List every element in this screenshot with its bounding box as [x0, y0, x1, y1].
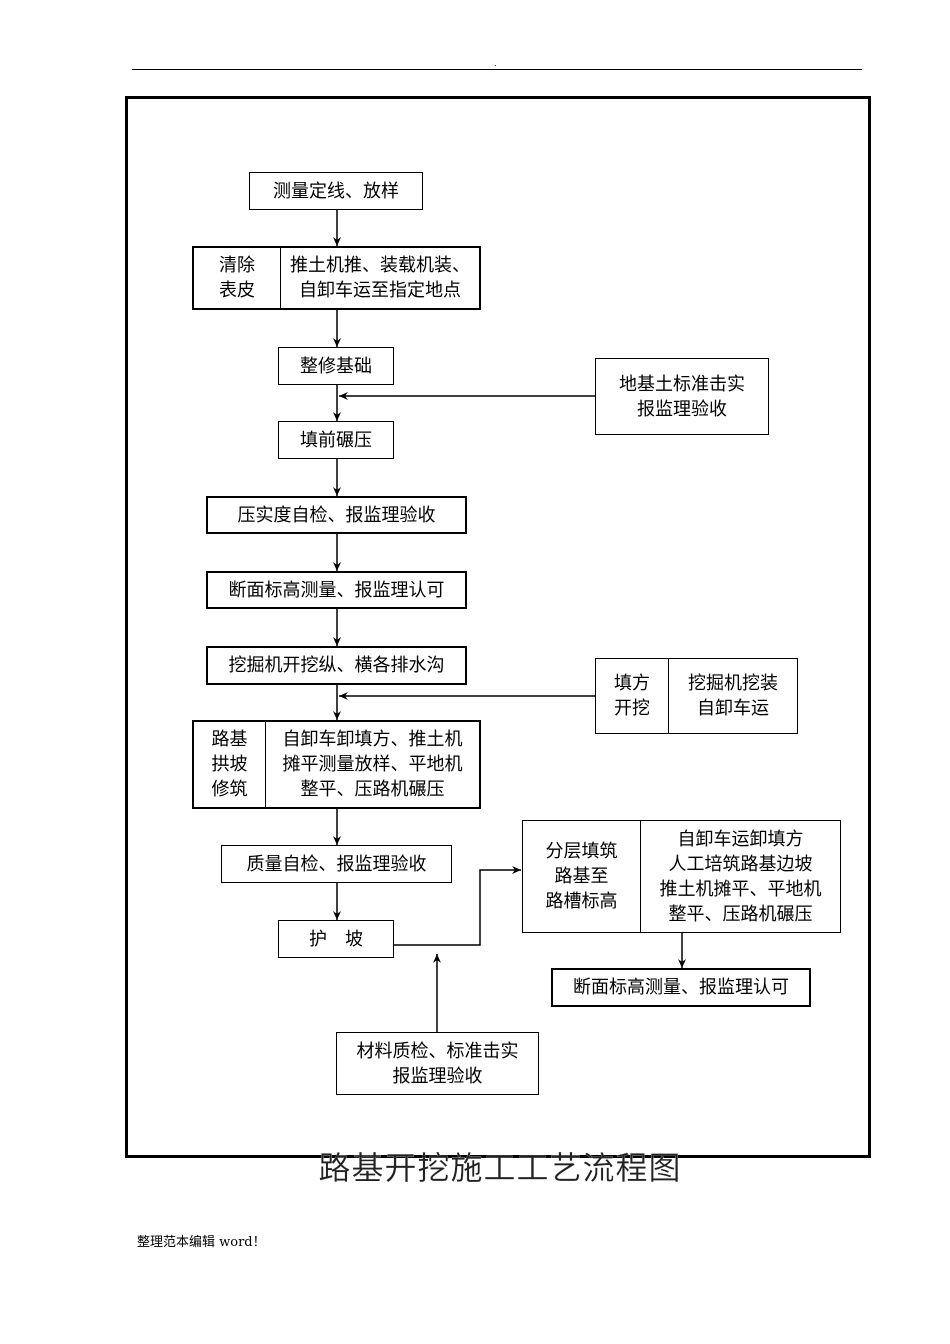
header-mark: .	[494, 59, 497, 68]
node-section-survey-2-label: 断面标高测量、报监理认可	[573, 977, 789, 998]
node-foundation-test-label: 地基土标准击实 报监理验收	[619, 373, 745, 420]
node-compaction-check-label: 压实度自检、报监理验收	[237, 504, 436, 526]
node-survey: 测量定线、放样	[249, 172, 423, 210]
node-quality-check: 质量自检、报监理验收	[221, 845, 452, 883]
node-arch-left: 路基 拱坡 修筑	[211, 729, 248, 800]
diagram-title: 路基开挖施工工艺流程图	[318, 1149, 682, 1187]
node-fill-excavate: 填方 开挖 挖掘机挖装 自卸车运	[595, 658, 798, 734]
node-slope-protection-label: 护 坡	[309, 928, 363, 950]
footer-note: 整理范本编辑 word！	[137, 1235, 266, 1250]
node-drainage: 挖掘机开挖纵、横各排水沟	[206, 646, 467, 685]
node-drainage-label: 挖掘机开挖纵、横各排水沟	[228, 655, 445, 676]
node-compaction-check: 压实度自检、报监理验收	[206, 496, 467, 534]
node-layer-left: 分层填筑 路基至 路槽标高	[545, 841, 618, 912]
node-arch-right: 自卸车卸填方、推土机 摊平测量放样、平地机 整平、压路机碾压	[265, 722, 479, 807]
node-clear-surface: 清除 表皮 推土机推、装载机装、 自卸车运至指定地点	[192, 246, 481, 310]
node-foundation-test: 地基土标准击实 报监理验收	[595, 358, 769, 435]
node-quality-check-label: 质量自检、报监理验收	[246, 853, 427, 875]
node-survey-label: 测量定线、放样	[273, 180, 399, 202]
node-fill-left: 填方 开挖	[614, 673, 650, 719]
node-layer-right: 自卸车运卸填方 人工培筑路基边坡 推土机摊平、平地机 整平、压路机碾压	[640, 821, 840, 932]
node-fill-right: 挖掘机挖装 自卸车运	[668, 659, 797, 733]
node-material-check: 材料质检、标准击实 报监理验收	[336, 1032, 539, 1095]
node-clear-left: 清除 表皮	[219, 255, 255, 301]
node-section-survey-1-label: 断面标高测量、报监理认可	[228, 579, 445, 601]
node-material-check-label: 材料质检、标准击实 报监理验收	[356, 1040, 519, 1087]
node-slope-protection: 护 坡	[278, 920, 394, 958]
header-rule	[132, 69, 862, 70]
node-trim-base-label: 整修基础	[300, 355, 372, 377]
diagram-frame	[125, 96, 871, 1158]
node-pre-compact: 填前碾压	[278, 421, 394, 459]
node-trim-base: 整修基础	[278, 347, 394, 385]
node-arch-slope: 路基 拱坡 修筑 自卸车卸填方、推土机 摊平测量放样、平地机 整平、压路机碾压	[192, 720, 481, 809]
node-section-survey-2: 断面标高测量、报监理认可	[551, 968, 811, 1007]
arrow-slope-layer	[394, 866, 521, 946]
node-section-survey-1: 断面标高测量、报监理认可	[206, 571, 467, 609]
node-pre-compact-label: 填前碾压	[300, 429, 372, 451]
node-clear-right: 推土机推、装载机装、 自卸车运至指定地点	[280, 248, 479, 308]
node-layer-fill: 分层填筑 路基至 路槽标高 自卸车运卸填方 人工培筑路基边坡 推土机摊平、平地机…	[522, 820, 841, 933]
